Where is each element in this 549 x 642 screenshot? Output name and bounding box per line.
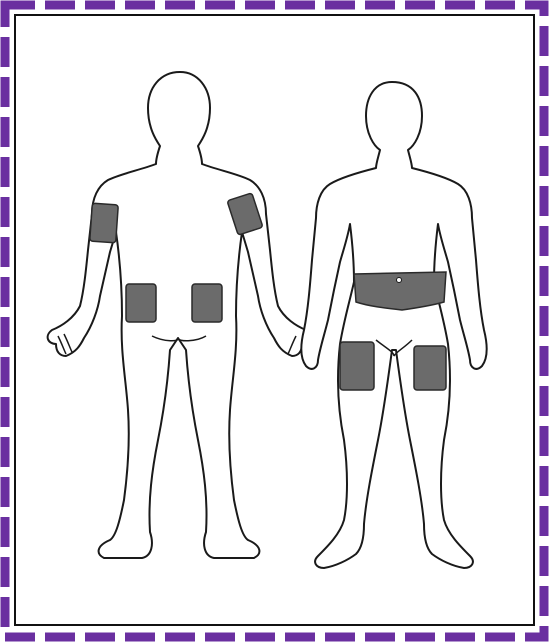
injection-site-back-buttock-right [192,284,222,322]
front-view-navel [397,278,402,283]
back-view-body-outline [48,72,311,558]
front-view-figure [301,82,487,568]
injection-site-back-upper-arm-left [90,203,119,243]
injection-site-front-thigh-right [414,346,446,390]
front-view-body-outline [301,82,487,568]
injection-site-front-thigh-left [340,342,374,390]
injection-site-back-buttock-left [126,284,156,322]
back-view-figure [48,72,311,558]
